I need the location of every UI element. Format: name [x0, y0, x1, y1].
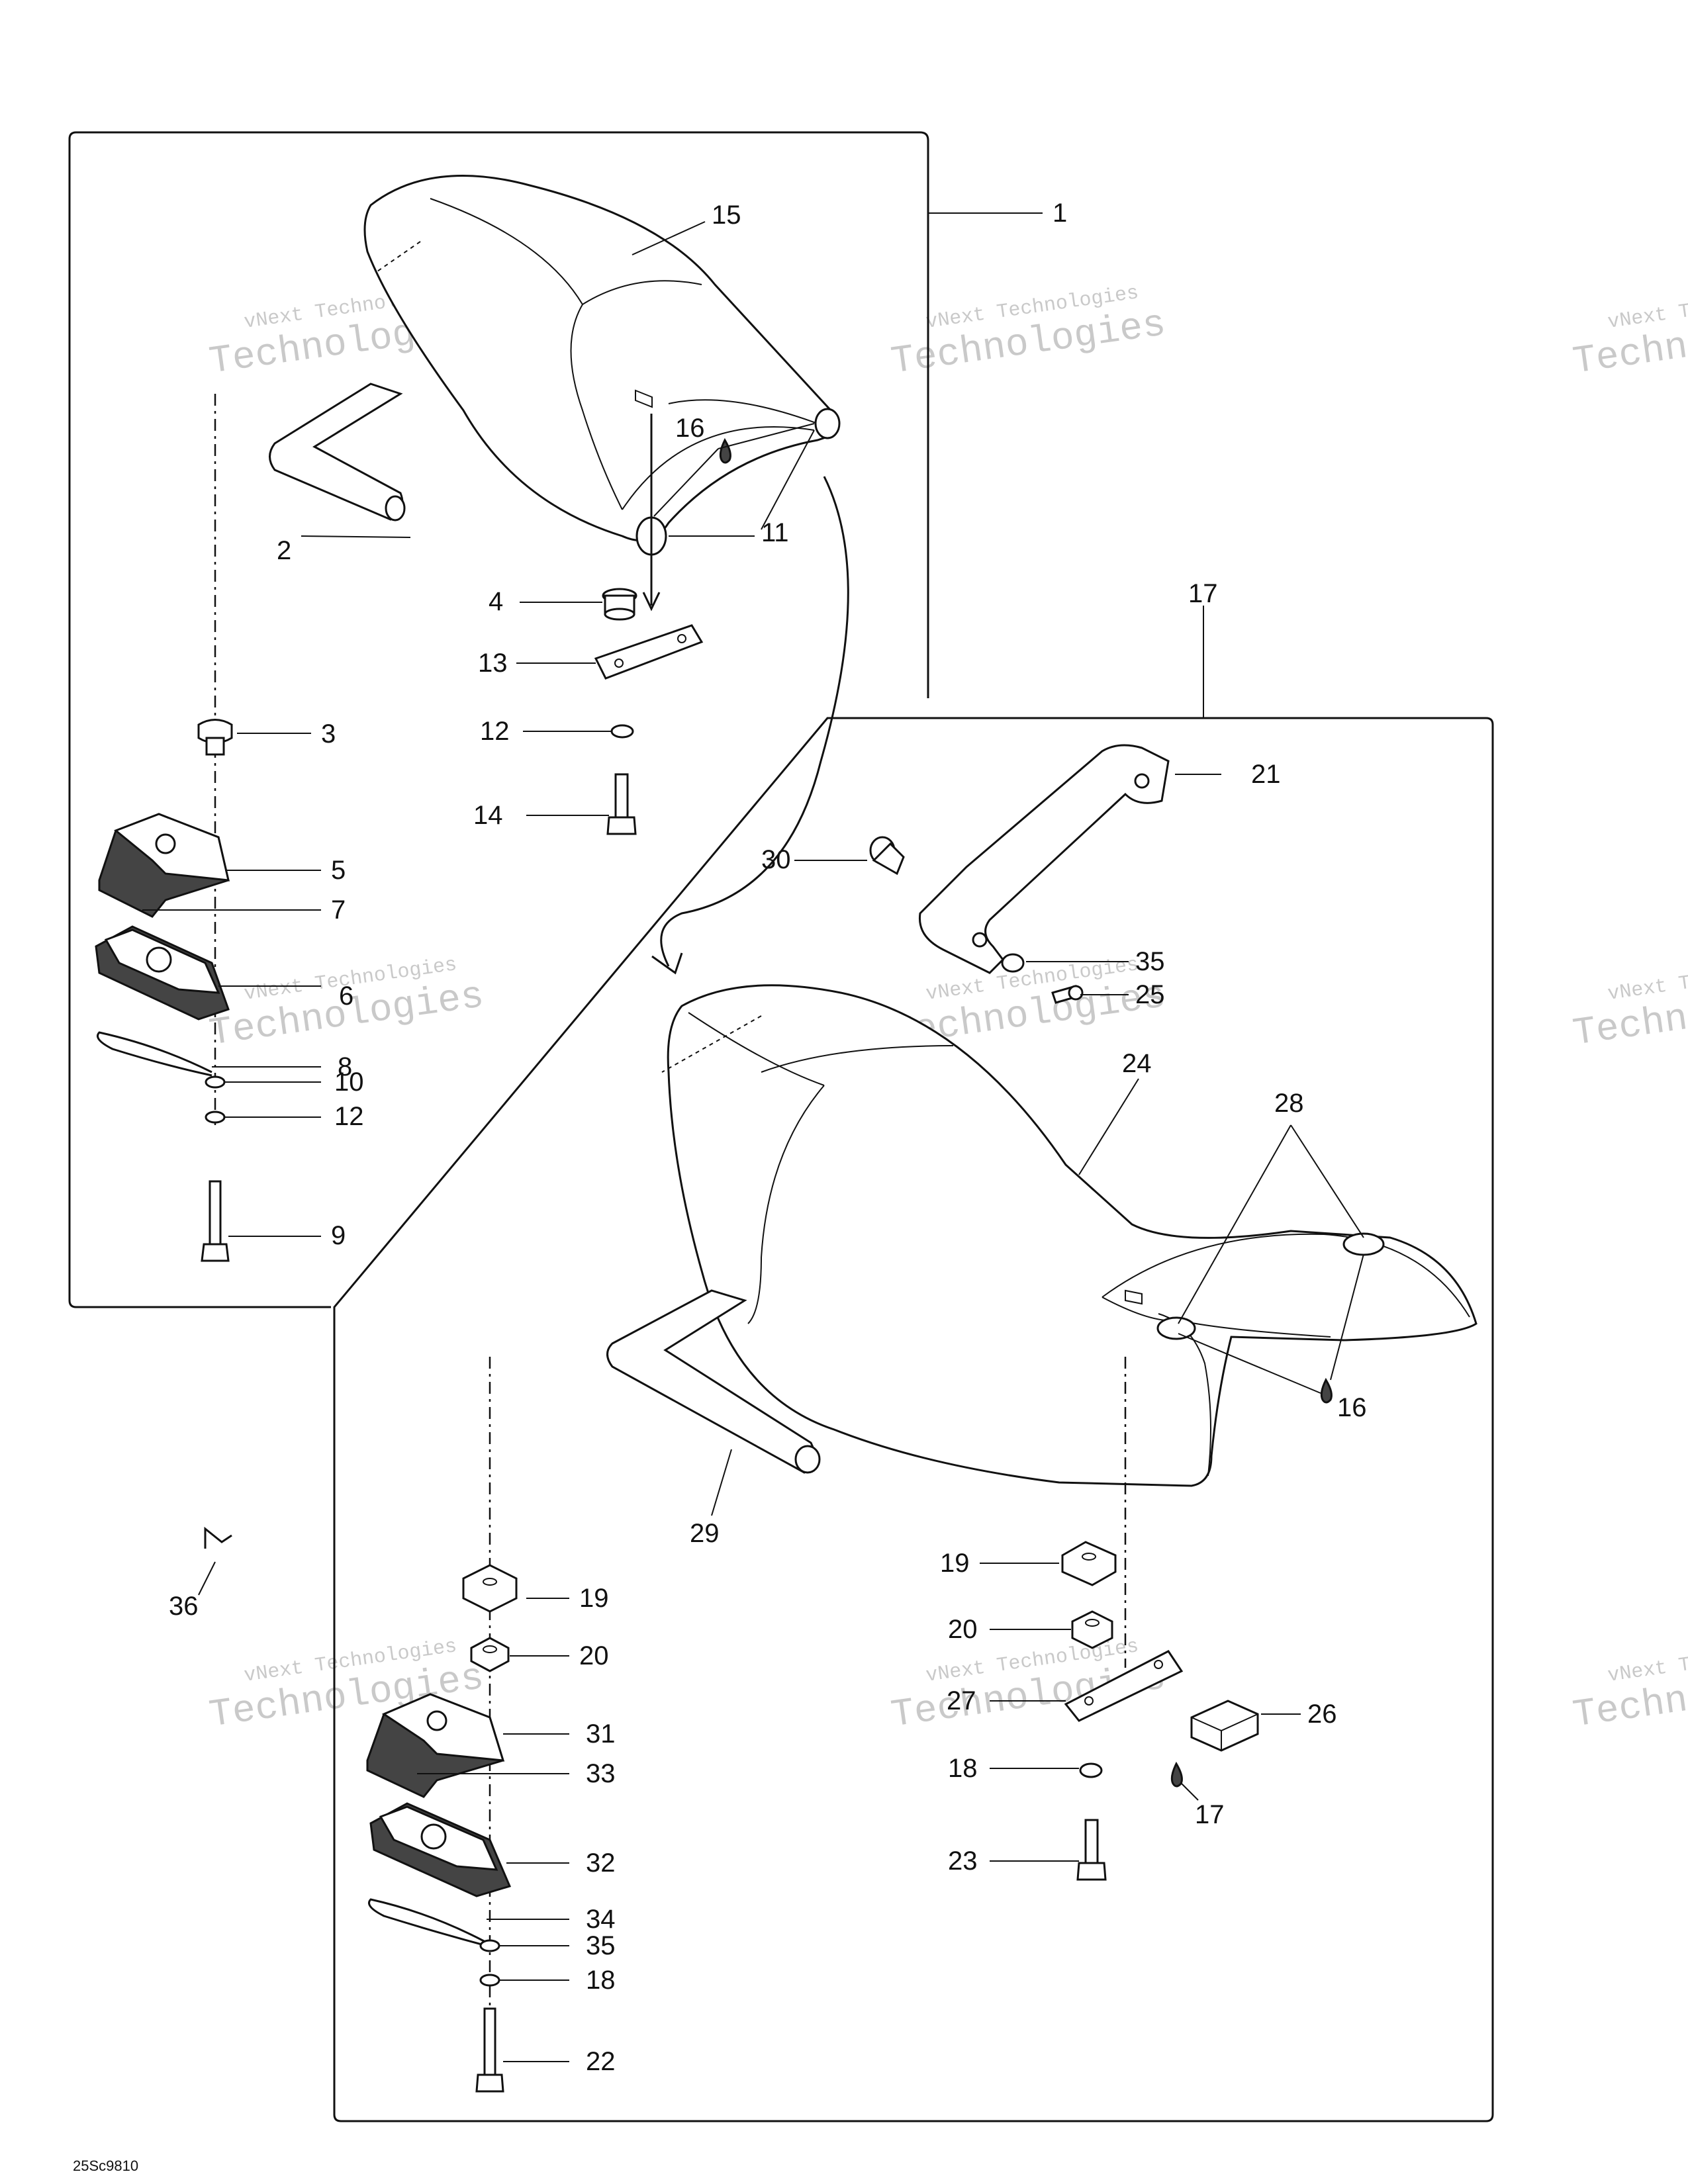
callout-18b: 18 [948, 1754, 978, 1783]
group-frame-lower [333, 717, 1494, 2122]
callout-17a: 17 [1188, 579, 1218, 608]
callout-15: 15 [712, 201, 741, 230]
callout-13: 13 [478, 649, 508, 678]
screw-25 [1051, 985, 1084, 1004]
callout-16: 16 [675, 414, 705, 443]
callout-labels: 1 15 16 2 11 4 13 12 14 3 5 7 6 8 10 12 … [73, 199, 1367, 2174]
lower-seat-handle-29 [606, 1289, 821, 1474]
callout-4: 4 [489, 587, 503, 616]
latch-base-32 [369, 1802, 512, 1897]
callout-31: 31 [586, 1719, 616, 1749]
washer-35-lower [479, 1939, 500, 1952]
callout-21: 21 [1251, 760, 1281, 789]
callout-20a: 20 [579, 1641, 609, 1670]
group-frame-upper [68, 131, 929, 1308]
callout-25: 25 [1135, 980, 1165, 1009]
arrow-head-upper [642, 592, 661, 612]
callout-11: 11 [761, 518, 789, 547]
washer-10 [205, 1075, 226, 1089]
latch-plate-31 [366, 1693, 505, 1798]
grab-handle-21 [918, 744, 1170, 974]
lock-washer-12-center [610, 724, 634, 739]
adhesive-drop-17 [1170, 1761, 1183, 1788]
callout-30: 30 [761, 845, 791, 874]
callout-33: 33 [586, 1759, 616, 1788]
bolt-23 [1076, 1819, 1107, 1881]
hairpin-34 [368, 1898, 487, 1947]
latch-plate-5 [98, 813, 230, 918]
callout-28: 28 [1274, 1089, 1304, 1118]
callout-35b: 35 [586, 1931, 616, 1960]
callout-12: 12 [480, 717, 510, 746]
callout-23: 23 [948, 1846, 978, 1876]
callout-6: 6 [339, 981, 353, 1011]
callout-20b: 20 [948, 1615, 978, 1644]
bolt-22 [475, 2007, 504, 2093]
callout-34: 34 [586, 1905, 616, 1934]
nut-20-left [470, 1637, 510, 1672]
hairpin-8 [97, 1031, 212, 1077]
callout-3: 3 [321, 719, 336, 749]
tool-36-icon [204, 1526, 232, 1549]
callout-2: 2 [277, 536, 291, 565]
adhesive-drop-16-upper [719, 437, 731, 464]
callout-19b: 19 [940, 1549, 970, 1578]
callout-35a: 35 [1135, 947, 1165, 976]
latch-base-6 [95, 925, 230, 1021]
nut-20-right [1071, 1610, 1113, 1649]
callout-10: 10 [334, 1068, 364, 1097]
callout-22: 22 [586, 2047, 616, 2076]
diagram-code: 25Sc9810 [73, 2158, 138, 2174]
callout-26: 26 [1307, 1700, 1337, 1729]
flow-arrow-curve [660, 476, 849, 967]
mounting-plate-27 [1064, 1650, 1184, 1722]
callout-27: 27 [947, 1686, 976, 1715]
nut-19-right [1061, 1541, 1117, 1586]
rubber-bumper-3 [197, 719, 233, 756]
callout-9: 9 [331, 1221, 346, 1250]
grommet-30 [869, 836, 905, 876]
callout-19a: 19 [579, 1584, 609, 1613]
upper-seat-cushion [363, 174, 841, 556]
grommet-4 [602, 588, 637, 621]
bolt-9 [201, 1180, 230, 1262]
callout-24: 24 [1122, 1049, 1152, 1078]
callout-1: 1 [1053, 199, 1067, 228]
lock-washer-12 [205, 1111, 226, 1124]
leader-lines [142, 212, 1364, 2062]
callout-18a: 18 [586, 1966, 616, 1995]
adhesive-drop-16-lower [1320, 1377, 1333, 1404]
flow-arrow-head [651, 952, 683, 975]
callout-8: 8 [338, 1052, 352, 1081]
callout-5: 5 [331, 856, 346, 885]
bolt-14 [606, 773, 637, 835]
callout-17b: 17 [1195, 1800, 1225, 1829]
lock-washer-18-lower [479, 1974, 500, 1987]
callout-14: 14 [473, 801, 503, 830]
upper-seat-handle [269, 383, 406, 522]
lock-washer-18-right [1079, 1762, 1103, 1778]
foam-block-26 [1190, 1700, 1259, 1752]
nut-19-left [462, 1564, 518, 1613]
callout-12b: 12 [334, 1102, 364, 1131]
lower-seat-cushion [661, 984, 1477, 1487]
callout-36: 36 [169, 1592, 199, 1621]
callout-7: 7 [331, 895, 346, 925]
watermarks: vNext Technologies Technologies vNext Te… [207, 282, 1688, 1737]
callout-32: 32 [586, 1848, 616, 1878]
callout-29: 29 [690, 1519, 720, 1548]
callout-16b: 16 [1337, 1393, 1367, 1422]
washer-35 [1001, 953, 1025, 973]
mounting-plate-13 [594, 624, 704, 680]
